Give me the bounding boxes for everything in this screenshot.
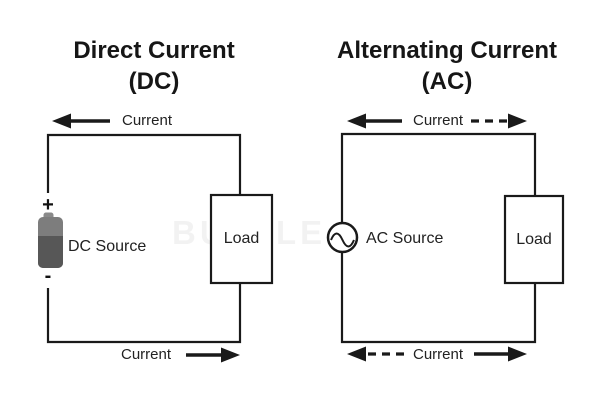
ac-load-label: Load (516, 231, 552, 248)
dc-load-box (209, 193, 274, 285)
ac-circuit (340, 132, 565, 344)
ac-load-box (503, 194, 565, 285)
dc-source-label: DC Source (68, 238, 147, 255)
ac-bottom-current-label: Current (412, 346, 464, 363)
dc-top-current-label: Current (121, 112, 173, 129)
ac-wire (340, 132, 537, 344)
dc-title-line2: (DC) (128, 68, 180, 95)
ac-top-current-arrow-icon (347, 113, 527, 129)
dc-circuit (46, 133, 274, 344)
ac-top-current-label: Current (412, 112, 464, 129)
dc-minus-terminal-label: - (44, 265, 52, 287)
ac-source-icon (326, 221, 359, 254)
dc-title-line1: Direct Current (73, 37, 235, 64)
dc-top-current-arrow-icon (52, 113, 110, 129)
dc-wire (46, 133, 242, 344)
battery-icon (38, 212, 63, 268)
ac-title-line2: (AC) (421, 68, 473, 95)
dc-load-label: Load (223, 230, 260, 247)
ac-bottom-current-arrow-icon (347, 346, 527, 362)
dc-bottom-current-label: Current (120, 346, 172, 363)
ac-title-line1: Alternating Current (336, 37, 557, 64)
dc-plus-terminal-label: + (42, 194, 54, 216)
dc-bottom-current-arrow-icon (186, 347, 240, 363)
ac-source-label: AC Source (366, 230, 444, 247)
